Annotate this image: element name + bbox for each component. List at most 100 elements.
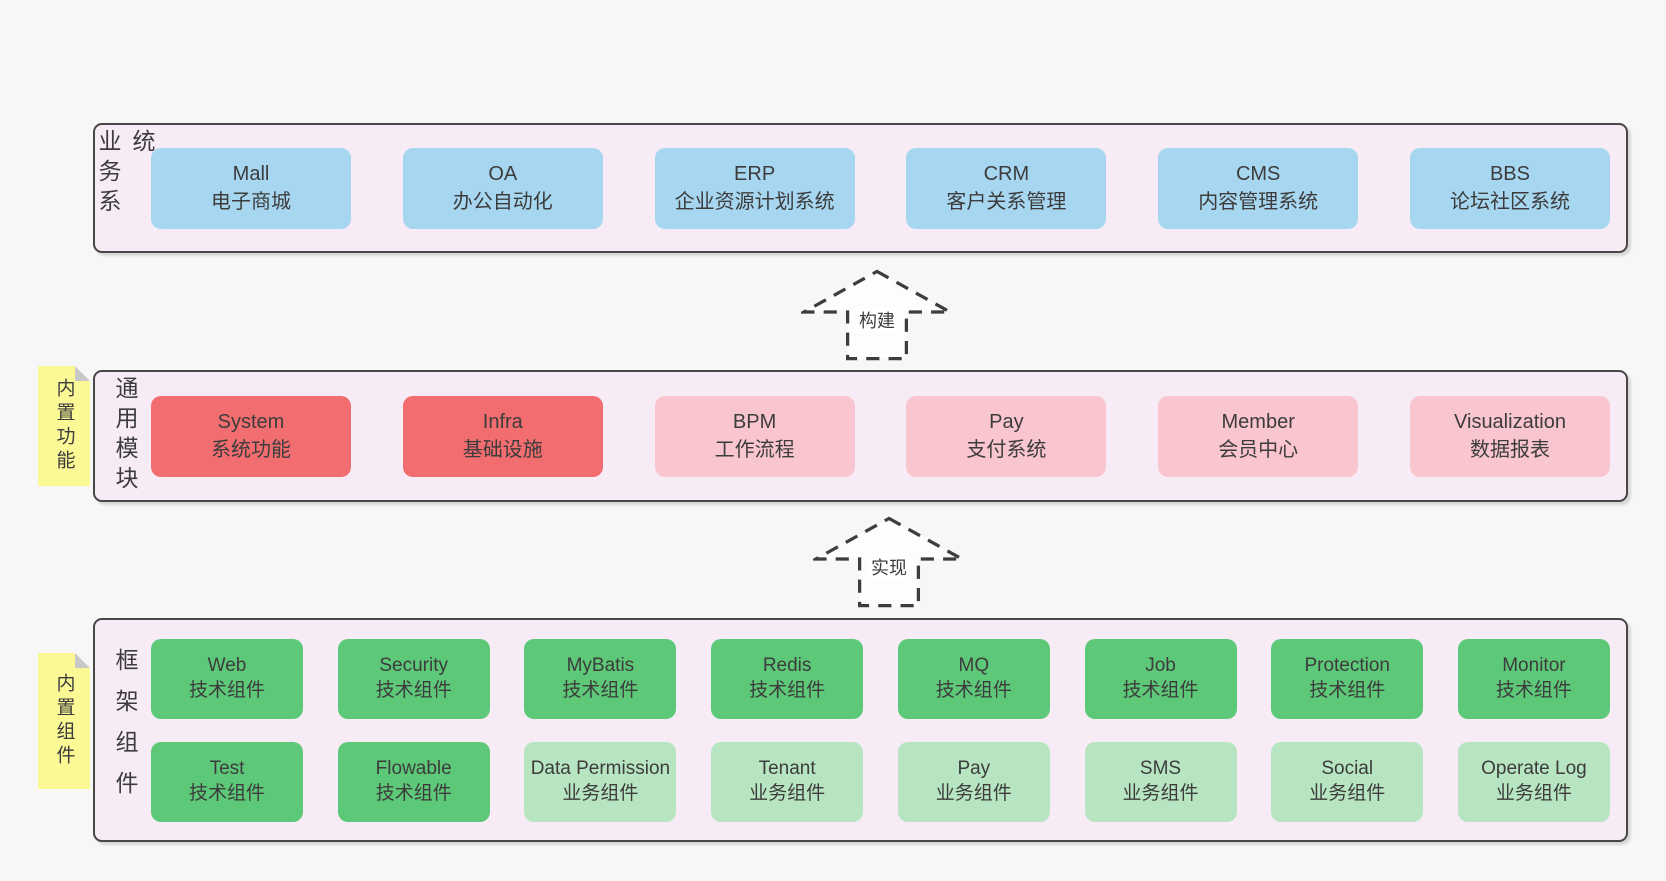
box-subtitle: 系统功能 [211,439,291,461]
box-title: Infra [482,410,523,433]
box-title: BBS [1489,162,1530,185]
box-test: Test 技术组件 [151,741,303,822]
box-title: Web [207,655,247,677]
box-subtitle: 业务组件 [1495,782,1572,804]
box-subtitle: 技术组件 [375,679,452,701]
box-web: Web 技术组件 [151,638,303,719]
box-subtitle: 工作流程 [714,439,795,461]
box-title: SMS [1139,758,1182,780]
box-title: CMS [1235,162,1281,185]
box-subtitle: 会员中心 [1218,439,1299,461]
box-operate-log: Operate Log 业务组件 [1457,741,1610,822]
arrow-build-label: 构建 [856,307,898,333]
box-title: Job [1145,655,1176,677]
box-subtitle: 电子商城 [211,191,291,213]
box-title: System [217,410,285,433]
box-security: Security 技术组件 [337,638,490,719]
box-subtitle: 客户关系管理 [946,191,1067,213]
box-title: Visualization [1454,410,1566,433]
box-title: Flowable [375,758,452,780]
box-job: Job 技术组件 [1084,638,1237,719]
box-pay: Pay 支付系统 [906,395,1107,477]
box-subtitle: 业务组件 [749,782,826,804]
framework-row-1: Web 技术组件 Security 技术组件 MyBatis 技术组件 Redi… [151,638,1610,719]
note-fold-corner-icon [75,653,90,668]
box-title: MQ [958,655,990,677]
box-subtitle: 技术组件 [375,782,452,804]
box-data-permission: Data Permission 业务组件 [524,741,677,822]
box-infra: Infra 基础设施 [402,395,603,477]
note-text: 内置功能 [53,378,75,474]
note-fold-corner-icon [75,366,90,381]
box-monitor: Monitor 技术组件 [1457,638,1610,719]
box-subtitle: 基础设施 [462,439,543,461]
box-social: Social 业务组件 [1271,741,1424,822]
box-subtitle: 内容管理系统 [1198,191,1319,213]
box-system: System 系统功能 [151,395,351,477]
box-title: Operate Log [1481,758,1587,780]
box-subtitle: 业务组件 [1309,782,1386,804]
framework-row-2: Test 技术组件 Flowable 技术组件 Data Permission … [151,741,1610,822]
box-subtitle: 论坛社区系统 [1449,191,1570,213]
box-subtitle: 业务组件 [935,782,1012,804]
section-label-business: 业务系统 [95,129,155,219]
box-title: Pay [957,758,991,780]
box-title: Test [209,758,245,780]
box-title: Protection [1304,655,1390,677]
box-subtitle: 技术组件 [749,679,826,701]
box-visualization: Visualization 数据报表 [1409,395,1610,477]
box-subtitle: 技术组件 [1122,679,1199,701]
box-title: Member [1221,410,1295,433]
box-subtitle: 支付系统 [966,439,1047,461]
section-label-modules: 通用模块 [112,376,138,496]
box-subtitle: 技术组件 [562,679,639,701]
note-built-in-features: 内置功能 [38,366,90,486]
box-title: Monitor [1502,655,1566,677]
box-tenant: Tenant 业务组件 [711,741,864,822]
box-subtitle: 业务组件 [1122,782,1199,804]
box-title: Mall [232,162,270,185]
box-bpm: BPM 工作流程 [654,395,855,477]
box-bbs: BBS 论坛社区系统 [1409,147,1610,229]
box-protection: Protection 技术组件 [1271,638,1424,719]
module-boxes: System 系统功能 Infra 基础设施 BPM 工作流程 Pay 支付系统… [141,372,1626,500]
framework-boxes: Web 技术组件 Security 技术组件 MyBatis 技术组件 Redi… [141,620,1626,840]
box-title: Pay [989,410,1024,433]
box-subtitle: 企业资源计划系统 [674,191,835,213]
arrow-implement: 实现 [813,514,965,610]
box-cms: CMS 内容管理系统 [1158,147,1359,229]
box-crm: CRM 客户关系管理 [906,147,1107,229]
box-title: MyBatis [566,655,635,677]
box-mall: Mall 电子商城 [151,147,351,229]
box-mybatis: MyBatis 技术组件 [524,638,677,719]
box-subtitle: 业务组件 [562,782,639,804]
box-subtitle: 数据报表 [1469,439,1550,461]
box-subtitle: 技术组件 [935,679,1012,701]
arrow-implement-label: 实现 [868,554,910,580]
box-sms: SMS 业务组件 [1084,741,1237,822]
box-flowable: Flowable 技术组件 [337,741,490,822]
box-title: Security [379,655,449,677]
box-title: Data Permission [530,758,671,780]
note-text: 内置组件 [53,673,75,769]
box-title: OA [488,162,518,185]
box-subtitle: 技术组件 [188,679,265,701]
box-member: Member 会员中心 [1158,395,1359,477]
box-erp: ERP 企业资源计划系统 [654,147,855,229]
box-title: CRM [983,162,1030,185]
section-framework-components: 框架组件 Web 技术组件 Security 技术组件 MyBatis 技术组件… [93,618,1628,842]
section-label-framework: 框架组件 [112,648,138,812]
box-pay-business: Pay 业务组件 [897,741,1050,822]
box-subtitle: 办公自动化 [452,191,553,213]
box-title: BPM [732,410,777,433]
box-redis: Redis 技术组件 [711,638,864,719]
box-subtitle: 技术组件 [188,782,265,804]
box-title: ERP [734,162,776,185]
box-title: Tenant [758,758,816,780]
box-subtitle: 技术组件 [1495,679,1572,701]
box-oa: OA 办公自动化 [402,147,603,229]
arrow-build: 构建 [801,267,953,363]
box-title: Redis [762,655,812,677]
business-boxes: Mall 电子商城 OA 办公自动化 ERP 企业资源计划系统 CRM 客户关系… [141,125,1626,251]
